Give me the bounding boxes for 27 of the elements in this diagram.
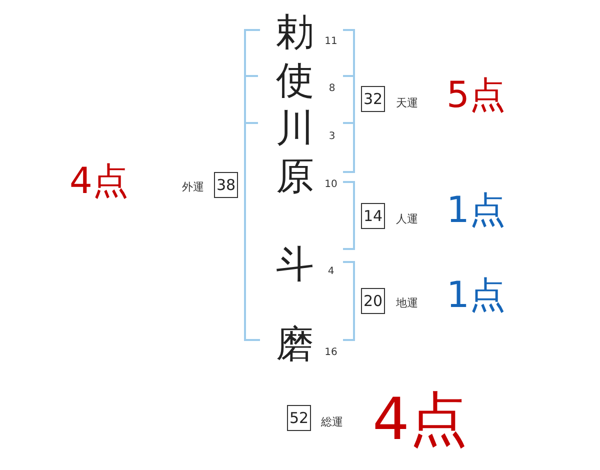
name-character: 磨 bbox=[276, 325, 314, 363]
stroke-count: 3 bbox=[328, 132, 336, 142]
name-character: 使 bbox=[276, 61, 314, 99]
name-character: 斗 bbox=[276, 245, 314, 283]
fortune-number-box: 38 bbox=[214, 172, 238, 198]
fortune-number-box: 52 bbox=[287, 405, 311, 431]
score-text: 1点 bbox=[446, 278, 506, 314]
fortune-label: 外運 bbox=[182, 182, 204, 192]
stroke-count: 4 bbox=[328, 267, 334, 277]
score-text: 4点 bbox=[70, 164, 128, 200]
fortune-number-box: 32 bbox=[361, 86, 385, 112]
stroke-count: 11 bbox=[324, 37, 338, 47]
name-character: 原 bbox=[276, 157, 314, 195]
name-character: 勅 bbox=[276, 13, 314, 51]
stroke-count: 16 bbox=[324, 348, 338, 358]
score-text: 5点 bbox=[446, 78, 506, 114]
fortune-label: 総運 bbox=[321, 416, 343, 428]
fortune-number-box: 20 bbox=[361, 288, 385, 314]
stroke-count: 8 bbox=[328, 84, 336, 94]
score-text: 1点 bbox=[446, 193, 506, 229]
fortune-number-box: 14 bbox=[361, 203, 385, 229]
fortune-label: 地運 bbox=[396, 298, 418, 308]
fortune-label: 天運 bbox=[396, 98, 418, 108]
stroke-count: 10 bbox=[324, 180, 338, 190]
fortune-label: 人運 bbox=[396, 214, 418, 224]
name-character: 川 bbox=[276, 109, 314, 147]
total-score-text: 4点 bbox=[372, 390, 468, 448]
